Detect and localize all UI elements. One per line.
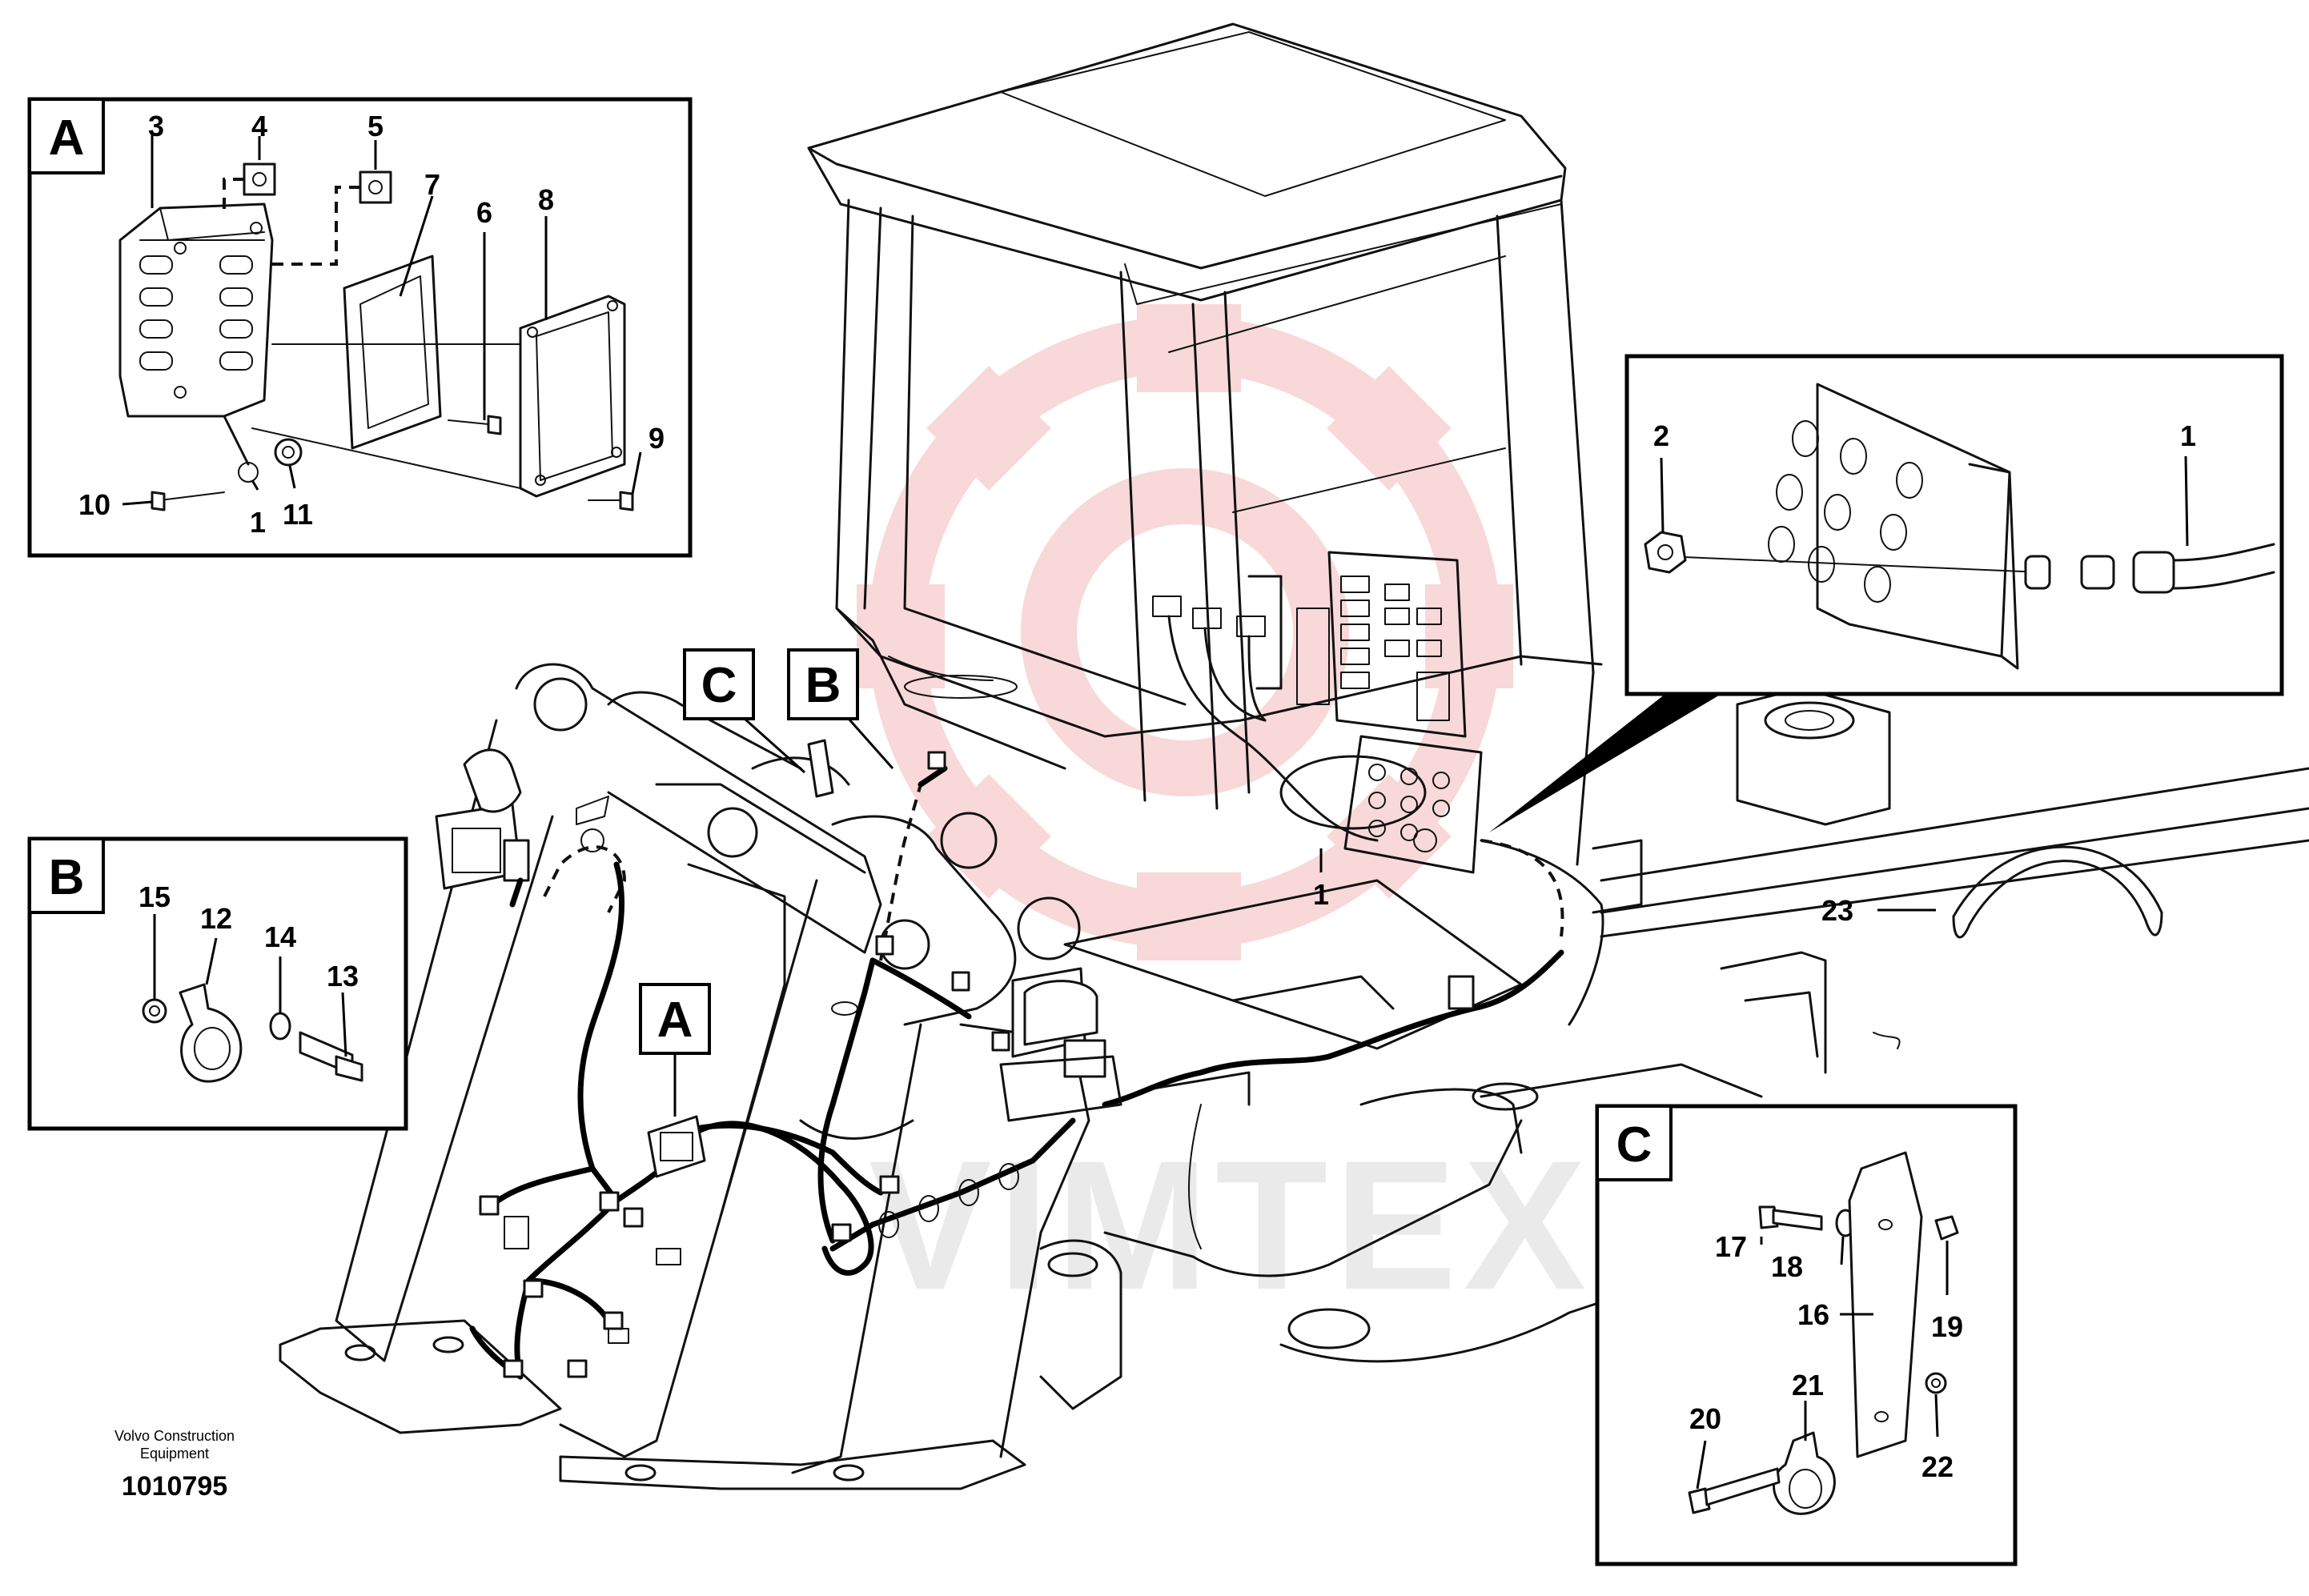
harness-label: 1 <box>1313 848 1329 911</box>
inset-c-label-22: 22 <box>1921 1450 1954 1483</box>
inset-a-label-1: 1 <box>250 506 266 539</box>
inset-b-label-12: 12 <box>200 902 232 935</box>
inset-c-label-20: 20 <box>1689 1402 1721 1435</box>
inset-c-label-16: 16 <box>1797 1298 1829 1331</box>
inset-a-label-11: 11 <box>283 498 313 531</box>
callout-a: A <box>639 983 711 1117</box>
inset-c-label-18: 18 <box>1771 1250 1803 1283</box>
inset-c-label-19: 19 <box>1931 1310 1963 1343</box>
watermark: VIMTEX <box>857 304 1592 1328</box>
callout-a-letter: A <box>657 992 693 1048</box>
connector-pointer <box>1489 694 1721 832</box>
drawing-number: 1010795 <box>122 1471 227 1502</box>
company-line-2: Equipment <box>140 1446 209 1462</box>
inset-a-label-4: 4 <box>251 110 267 142</box>
callout-c-letter: C <box>701 658 737 713</box>
loader-frame-drawing <box>279 663 1122 1490</box>
inset-a-label-3: 3 <box>148 110 164 142</box>
inset-b: B 15 12 14 13 <box>27 836 408 1131</box>
inset-a-label-5: 5 <box>367 110 383 142</box>
inset-a-label-7: 7 <box>424 168 440 201</box>
inset-b-label-13: 13 <box>327 960 359 992</box>
inset-a-label-8: 8 <box>538 183 554 216</box>
inset-a-label-9: 9 <box>649 422 665 455</box>
inset-a-label-10: 10 <box>78 488 110 521</box>
inset-connector: 2 1 <box>1489 354 2284 832</box>
inset-c-label-21: 21 <box>1792 1369 1824 1402</box>
connector-label-1: 1 <box>2180 419 2196 452</box>
clamp-23: 23 <box>1821 845 2163 939</box>
inset-a-letter: A <box>49 110 85 166</box>
footer: Volvo Construction Equipment 1010795 <box>114 1428 235 1502</box>
inset-b-label-14: 14 <box>264 920 296 953</box>
inset-b-label-15: 15 <box>139 880 171 913</box>
watermark-text: VIMTEX <box>869 1122 1592 1328</box>
clamp-label-23: 23 <box>1821 894 1853 927</box>
inset-a: A <box>27 97 693 558</box>
callout-b-letter: B <box>805 658 841 713</box>
company-line-1: Volvo Construction <box>114 1428 235 1444</box>
connector-label-2: 2 <box>1653 419 1669 452</box>
harness-part-number: 1 <box>1313 878 1329 911</box>
inset-a-label-6: 6 <box>476 196 492 229</box>
main-callouts: C B A 1 <box>639 648 1329 1117</box>
inset-c-label-17: 17 <box>1715 1230 1747 1263</box>
inset-c-letter: C <box>1616 1117 1652 1173</box>
callout-b: B <box>787 648 894 769</box>
cab-drawing <box>807 22 2309 1363</box>
inset-b-letter: B <box>49 850 85 905</box>
inset-c: C 17 18 16 19 21 20 22 <box>1595 1104 2018 1566</box>
callout-c: C <box>683 648 805 774</box>
